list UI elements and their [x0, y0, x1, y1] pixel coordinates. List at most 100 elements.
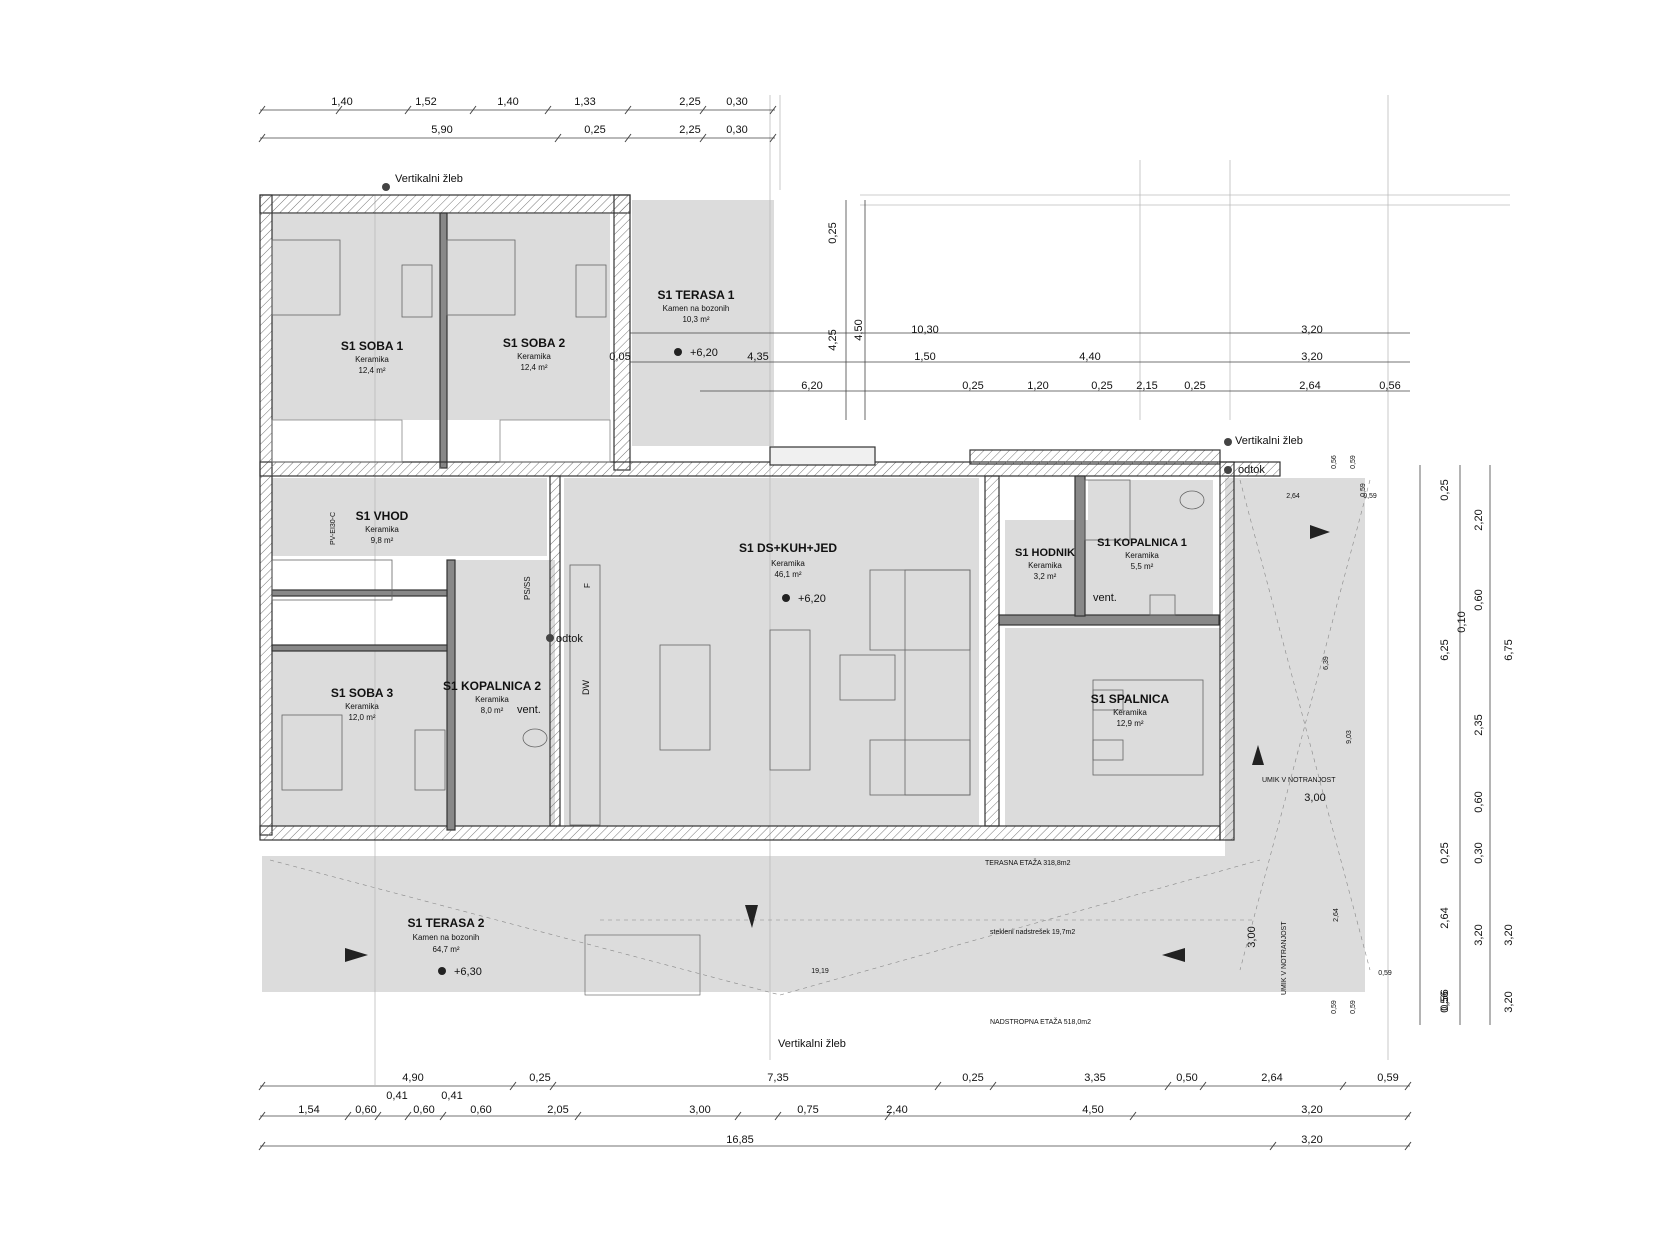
dim-bot1-7: 0,59: [1377, 1072, 1398, 1084]
dimension-lines: [260, 109, 1491, 1147]
dim-mid3-2: 1,20: [1027, 380, 1048, 392]
dim-mid2-2: 1,50: [914, 351, 935, 363]
dim-vert-top-1: 4,25: [827, 329, 839, 350]
dim-top1-1: 1,52: [415, 96, 436, 108]
dim-bot2-6: 0,75: [797, 1104, 818, 1116]
dim-top1-3: 1,33: [574, 96, 595, 108]
odtok-kitchen-label: odtok: [556, 633, 583, 645]
dim-right1-3: 0,60: [1473, 589, 1485, 610]
room-spalnica-name: S1 SPALNICA: [1091, 692, 1170, 706]
room-spalnica-finish: Keramika: [1113, 708, 1147, 717]
guide-lines: [374, 95, 1510, 1085]
dim-mid3-6: 2,64: [1299, 380, 1320, 392]
level-terasa1: +6,20: [690, 347, 718, 359]
room-kop2-finish: Keramika: [475, 695, 509, 704]
dim-right3-1: 3,20: [1503, 991, 1515, 1012]
dim-misc-11: 0,56: [1331, 455, 1338, 469]
dim-right1-6: 0,25: [1439, 842, 1451, 863]
dim-misc-2: 19,19: [811, 968, 829, 975]
level-terasa2: +6,30: [454, 966, 482, 978]
dim-right1-9: 3,20: [1473, 924, 1485, 945]
room-soba2-name: S1 SOBA 2: [503, 336, 566, 350]
dim-misc-9: 0,59: [1350, 1000, 1357, 1014]
room-soba2-finish: Keramika: [517, 352, 551, 361]
room-soba3-finish: Keramika: [345, 702, 379, 711]
vent-kitchen-label: vent.: [517, 704, 541, 716]
dim-bot1-3: 0,25: [962, 1072, 983, 1084]
room-terasa1-area: 10,3 m²: [682, 315, 709, 324]
dim-top1-0: 1,40: [331, 96, 352, 108]
dim-misc-1: 3,00: [1246, 926, 1258, 947]
dim-misc-14: 0,59: [1360, 483, 1367, 497]
dim-bot1-1: 0,25: [529, 1072, 550, 1084]
psss-label: PS/SS: [523, 576, 532, 600]
dim-top1-5: 0,30: [726, 96, 747, 108]
room-vhod-area: 9,8 m²: [371, 536, 394, 545]
dim-mid1-0: 10,30: [911, 324, 939, 336]
room-ds-finish: Keramika: [771, 559, 805, 568]
room-vhod-finish: Keramika: [365, 525, 399, 534]
room-soba3-name: S1 SOBA 3: [331, 686, 394, 700]
level-marks: +6,20 +6,20 +6,30: [438, 347, 826, 978]
terrace-lines: [269, 479, 1371, 996]
dim-bot2b-0: 0,41: [386, 1090, 407, 1102]
dim-mid3-3: 0,25: [1091, 380, 1112, 392]
dim-right1-8: 2,64: [1439, 907, 1451, 928]
room-vhod-name: S1 VHOD: [356, 509, 409, 523]
zleb-bottom-label: Vertikalni žleb: [778, 1038, 846, 1050]
room-labels: S1 SOBA 1 Keramika 12,4 m² S1 SOBA 2 Ker…: [331, 288, 1187, 954]
annotations: Vertikalni žleb Vertikalni žleb Vertikal…: [330, 173, 1336, 1050]
dim-mid2-0: 0,05: [609, 351, 630, 363]
dim-right2-1: 3,20: [1503, 924, 1515, 945]
dim-misc-13: 2,64: [1333, 908, 1340, 922]
room-ds-area: 46,1 m²: [774, 570, 801, 579]
dimension-values: 1,40 1,52 1,40 1,33 2,25 0,30 5,90 0,25 …: [298, 96, 1515, 1146]
dim-bot2-7: 2,40: [886, 1104, 907, 1116]
room-soba1-name: S1 SOBA 1: [341, 339, 404, 353]
dim-bot1-2: 7,35: [767, 1072, 788, 1084]
dim-right1-10: 0,56: [1439, 991, 1451, 1012]
dim-misc-3: 9,03: [1346, 730, 1353, 744]
dim-right1-2: 0,10: [1456, 611, 1468, 632]
room-ds-name: S1 DS+KUH+JED: [739, 541, 837, 555]
dim-right1-5: 0,60: [1473, 791, 1485, 812]
dim-bot3-0: 16,85: [726, 1134, 754, 1146]
floor-fills: [262, 200, 1365, 992]
room-terasa1-name: S1 TERASA 1: [658, 288, 735, 302]
dim-bot3-1: 3,20: [1301, 1134, 1322, 1146]
dim-bot2-8: 4,50: [1082, 1104, 1103, 1116]
drain-arrows: [345, 525, 1330, 962]
dim-right2-0: 6,25: [1439, 639, 1451, 660]
dim-misc-0: 3,00: [1304, 792, 1325, 804]
dim-top2-3: 0,30: [726, 124, 747, 136]
dim-mid1-1: 3,20: [1301, 324, 1322, 336]
dim-mid2-4: 3,20: [1301, 351, 1322, 363]
room-soba1-area: 12,4 m²: [358, 366, 385, 375]
nadstresek-label: stekleni nadstrešek 19,7m2: [990, 929, 1075, 936]
room-soba2-area: 12,4 m²: [520, 363, 547, 372]
dim-bot1-5: 0,50: [1176, 1072, 1197, 1084]
dim-mid2-3: 4,40: [1079, 351, 1100, 363]
dim-top2-0: 5,90: [431, 124, 452, 136]
dw-label: DW: [581, 680, 591, 695]
door-pv-label: PV-EI30-C: [330, 512, 337, 545]
vent-hall-label: vent.: [1093, 592, 1117, 604]
dim-misc-4: 6,39: [1323, 656, 1330, 670]
dim-bot2-9: 3,20: [1301, 1104, 1322, 1116]
room-spalnica-area: 12,9 m²: [1116, 719, 1143, 728]
dim-right1-1: 2,20: [1473, 509, 1485, 530]
dim-bot1-6: 2,64: [1261, 1072, 1282, 1084]
dim-vert-top-2: 4,50: [853, 319, 865, 340]
umik-label-1: UMIK V NOTRANJOST: [1262, 777, 1336, 784]
dim-right1-7: 0,30: [1473, 842, 1485, 863]
dim-top1-4: 2,25: [679, 96, 700, 108]
dim-top2-1: 0,25: [584, 124, 605, 136]
dim-misc-7: 0,59: [1378, 970, 1392, 977]
room-soba3-area: 12,0 m²: [348, 713, 375, 722]
dim-misc-10: 0,59: [1350, 455, 1357, 469]
room-kop1-area: 5,5 m²: [1131, 562, 1154, 571]
odtok-right-label: odtok: [1238, 464, 1265, 476]
room-kop2-name: S1 KOPALNICA 2: [443, 679, 541, 693]
dim-bot2-5: 3,00: [689, 1104, 710, 1116]
